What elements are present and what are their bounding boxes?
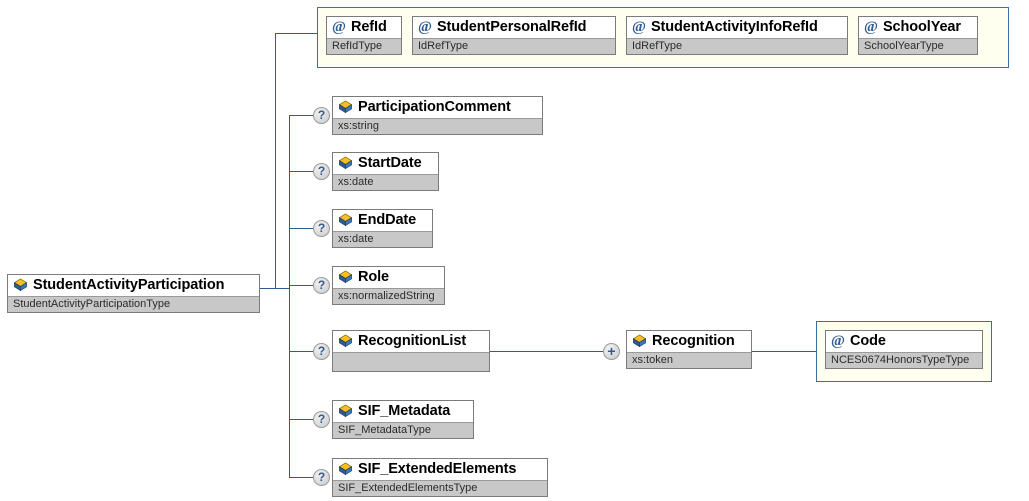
attribute-type: IdRefType bbox=[627, 38, 847, 54]
connector-child-2 bbox=[289, 171, 313, 172]
element-type: xs:date bbox=[333, 231, 432, 247]
code-attribute-group: @ Code NCES0674HonorsTypeType bbox=[816, 321, 992, 382]
element-type: xs:normalizedString bbox=[333, 288, 444, 304]
element-name: Role bbox=[358, 269, 390, 285]
element-node-role[interactable]: Role xs:normalizedString bbox=[332, 266, 445, 305]
attribute-name: SchoolYear bbox=[882, 19, 961, 35]
element-title: EndDate bbox=[333, 210, 432, 231]
at-sign-icon: @ bbox=[632, 18, 646, 35]
element-icon bbox=[338, 462, 353, 476]
element-name: Recognition bbox=[652, 333, 735, 349]
optional-marker-recognitionlist[interactable]: ? bbox=[313, 343, 330, 360]
attribute-name: Code bbox=[849, 333, 886, 349]
element-name: ParticipationComment bbox=[358, 99, 511, 115]
optional-marker-sif-extendedelements[interactable]: ? bbox=[313, 469, 330, 486]
element-icon bbox=[338, 156, 353, 170]
attribute-name: StudentPersonalRefId bbox=[436, 19, 587, 35]
attribute-node-refid[interactable]: @ RefId RefIdType bbox=[326, 16, 402, 55]
connector-child-7 bbox=[289, 477, 313, 478]
attribute-name: StudentActivityInfoRefId bbox=[650, 19, 818, 35]
element-name: SIF_ExtendedElements bbox=[358, 461, 517, 477]
attribute-node-code[interactable]: @ Code NCES0674HonorsTypeType bbox=[825, 330, 983, 369]
element-name: RecognitionList bbox=[358, 333, 467, 349]
element-node-enddate[interactable]: EndDate xs:date bbox=[332, 209, 433, 248]
element-title: SIF_ExtendedElements bbox=[333, 459, 547, 480]
element-icon bbox=[13, 278, 28, 292]
at-sign-icon: @ bbox=[831, 332, 845, 349]
element-node-sif-extendedelements[interactable]: SIF_ExtendedElements SIF_ExtendedElement… bbox=[332, 458, 548, 497]
element-type bbox=[333, 352, 489, 371]
element-icon bbox=[338, 270, 353, 284]
element-title: Recognition bbox=[627, 331, 751, 352]
element-node-recognitionlist[interactable]: RecognitionList bbox=[332, 330, 490, 372]
at-sign-icon: @ bbox=[418, 18, 432, 35]
attribute-title: @ SchoolYear bbox=[859, 17, 977, 38]
element-icon bbox=[338, 213, 353, 227]
element-type: xs:string bbox=[333, 118, 542, 134]
connector-root-stub bbox=[260, 288, 289, 289]
element-type: SIF_MetadataType bbox=[333, 422, 473, 438]
optional-marker-role[interactable]: ? bbox=[313, 277, 330, 294]
connector-child-4 bbox=[289, 285, 313, 286]
connector-attr-horizontal bbox=[275, 33, 317, 34]
element-title: Role bbox=[333, 267, 444, 288]
element-node-participationcomment[interactable]: ParticipationComment xs:string bbox=[332, 96, 543, 135]
connector-child-3 bbox=[289, 228, 313, 229]
connector-child-1 bbox=[289, 115, 313, 116]
connector-child-6 bbox=[289, 419, 313, 420]
root-element-type: StudentActivityParticipationType bbox=[8, 296, 259, 312]
attribute-title: @ StudentPersonalRefId bbox=[413, 17, 615, 38]
element-name: EndDate bbox=[358, 212, 417, 228]
at-sign-icon: @ bbox=[864, 18, 878, 35]
element-title: StartDate bbox=[333, 153, 438, 174]
element-name: SIF_Metadata bbox=[358, 403, 451, 419]
connector-recognition-to-code bbox=[752, 351, 816, 352]
attribute-title: @ RefId bbox=[327, 17, 401, 38]
connector-attr-trunk bbox=[275, 33, 276, 289]
root-element-name: StudentActivityParticipation bbox=[33, 277, 225, 293]
connector-children-trunk bbox=[289, 115, 290, 477]
element-name: StartDate bbox=[358, 155, 422, 171]
root-element-title: StudentActivityParticipation bbox=[8, 275, 259, 296]
element-type: SIF_ExtendedElementsType bbox=[333, 480, 547, 496]
element-icon bbox=[338, 404, 353, 418]
attribute-name: RefId bbox=[350, 19, 387, 35]
attribute-group: @ RefId RefIdType @ StudentPersonalRefId… bbox=[317, 7, 1009, 68]
optional-marker-participationcomment[interactable]: ? bbox=[313, 107, 330, 124]
element-type: xs:token bbox=[627, 352, 751, 368]
element-icon bbox=[338, 100, 353, 114]
attribute-node-studentpersonalrefid[interactable]: @ StudentPersonalRefId IdRefType bbox=[412, 16, 616, 55]
repeating-marker-recognition[interactable]: + bbox=[603, 343, 620, 360]
element-title: RecognitionList bbox=[333, 331, 489, 352]
attribute-type: RefIdType bbox=[327, 38, 401, 54]
element-node-startdate[interactable]: StartDate xs:date bbox=[332, 152, 439, 191]
at-sign-icon: @ bbox=[332, 18, 346, 35]
attribute-type: SchoolYearType bbox=[859, 38, 977, 54]
attribute-type: IdRefType bbox=[413, 38, 615, 54]
root-element-node[interactable]: StudentActivityParticipation StudentActi… bbox=[7, 274, 260, 313]
element-node-sif-metadata[interactable]: SIF_Metadata SIF_MetadataType bbox=[332, 400, 474, 439]
optional-marker-enddate[interactable]: ? bbox=[313, 220, 330, 237]
attribute-title: @ StudentActivityInfoRefId bbox=[627, 17, 847, 38]
element-icon bbox=[338, 334, 353, 348]
optional-marker-sif-metadata[interactable]: ? bbox=[313, 411, 330, 428]
optional-marker-startdate[interactable]: ? bbox=[313, 163, 330, 180]
element-node-recognition[interactable]: Recognition xs:token bbox=[626, 330, 752, 369]
attribute-title: @ Code bbox=[826, 331, 982, 352]
element-title: SIF_Metadata bbox=[333, 401, 473, 422]
element-title: ParticipationComment bbox=[333, 97, 542, 118]
connector-child-5 bbox=[289, 351, 313, 352]
element-icon bbox=[632, 334, 647, 348]
attribute-node-studentactivityinforefid[interactable]: @ StudentActivityInfoRefId IdRefType bbox=[626, 16, 848, 55]
attribute-type: NCES0674HonorsTypeType bbox=[826, 352, 982, 368]
connector-recognitionlist-to-recognition bbox=[490, 351, 603, 352]
element-type: xs:date bbox=[333, 174, 438, 190]
attribute-node-schoolyear[interactable]: @ SchoolYear SchoolYearType bbox=[858, 16, 978, 55]
